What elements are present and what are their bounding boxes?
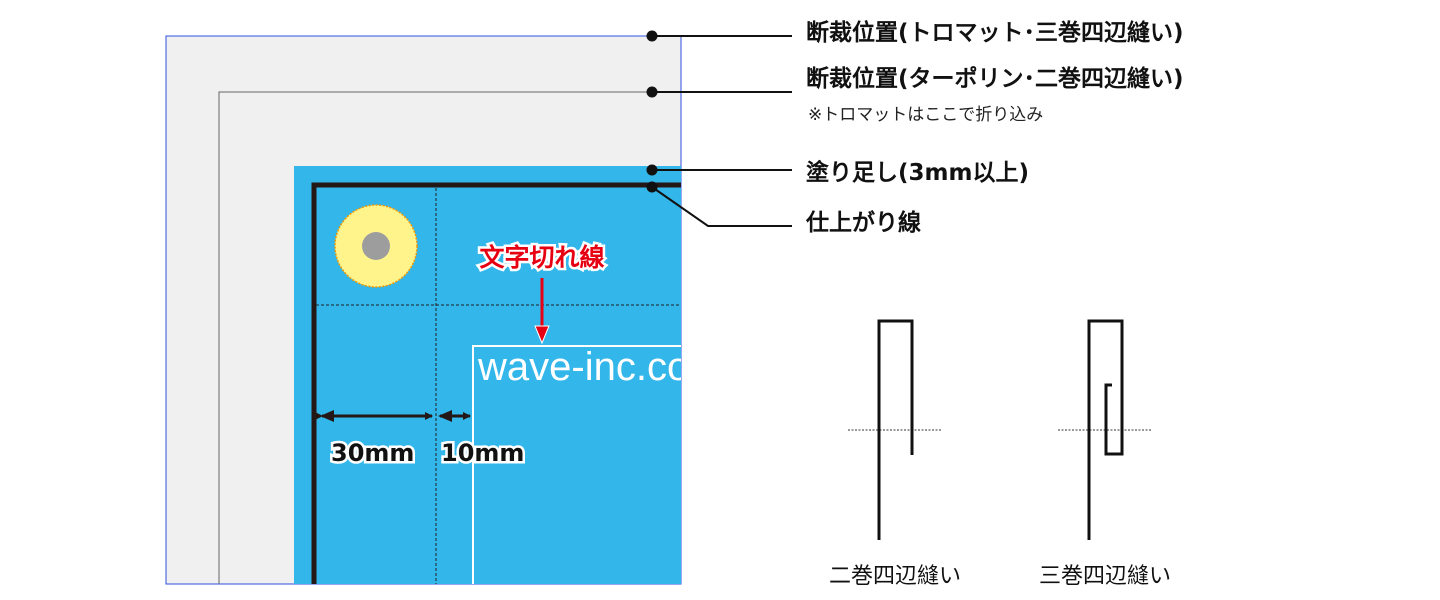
fold-diagram-double: 二巻四辺縫い xyxy=(829,319,961,589)
callout-dot xyxy=(646,86,658,98)
dimension-label-30mm: 30mm xyxy=(331,439,414,467)
fold-diagram-triple: 三巻四辺縫い xyxy=(1039,319,1171,589)
red-arrow-head-icon xyxy=(534,325,550,345)
label-bleed: 塗り足し(3mm以上) xyxy=(806,159,1029,186)
label-finish-line: 仕上がり線 xyxy=(805,209,921,236)
label-trim-tromat: 断裁位置(トロマット･三巻四辺縫い) xyxy=(806,19,1184,46)
finish-line xyxy=(311,182,681,584)
callout-dot xyxy=(646,164,658,176)
trim-line-tarpaulin xyxy=(218,91,681,584)
grommet-icon xyxy=(334,204,418,288)
label-trim-tarpaulin: 断裁位置(ターポリン･二巻四辺縫い) xyxy=(806,65,1184,92)
text-cut-line-label: 文字切れ線 xyxy=(479,243,604,272)
arrow-head-icon xyxy=(320,410,334,422)
caption-triple-fold: 三巻四辺縫い xyxy=(1039,564,1171,589)
caption-double-fold: 二巻四辺縫い xyxy=(829,564,961,589)
arrow-head-icon xyxy=(438,410,452,422)
label-tromat-note: ※トロマットはここで折り込み xyxy=(808,105,1043,125)
callout-dot xyxy=(646,30,658,42)
sample-text: wave-inc.co xyxy=(477,345,689,389)
text-safe-area xyxy=(472,345,681,584)
callout-line-finish xyxy=(651,186,792,227)
dimension-label-10mm: 10mm xyxy=(441,439,524,467)
callout-dot xyxy=(646,181,658,193)
